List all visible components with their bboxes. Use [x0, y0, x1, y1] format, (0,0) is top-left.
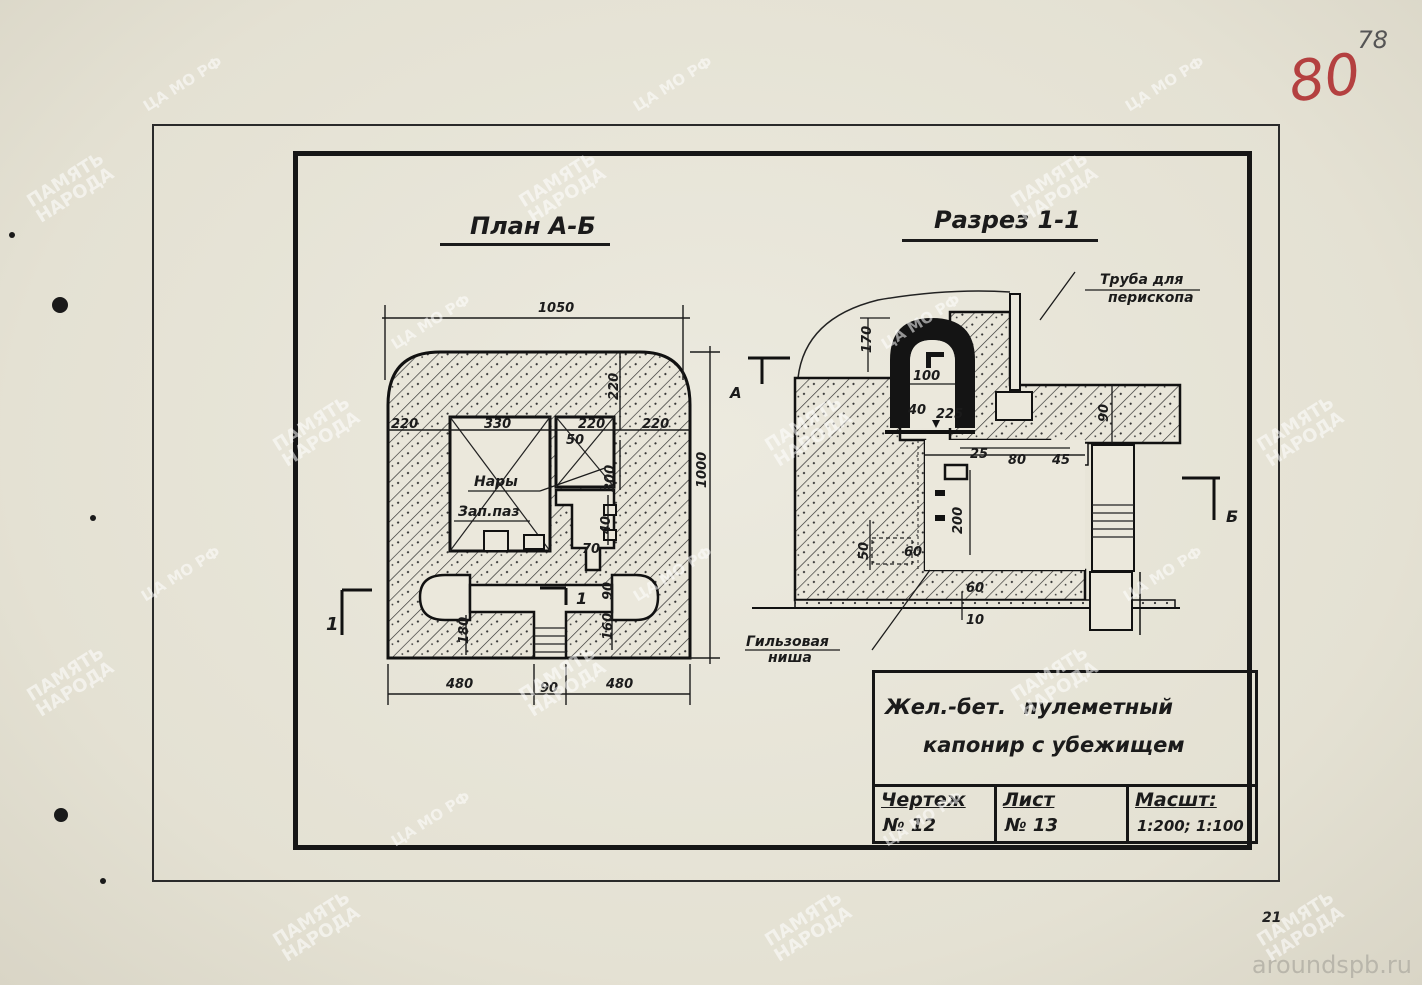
- drawing-number: № 12: [883, 815, 936, 836]
- sheet-number: № 13: [1005, 815, 1058, 836]
- section-title: Разрез 1-1: [934, 206, 1081, 234]
- section-title-underline: [902, 239, 1098, 242]
- label-niche-1: Гильзовая: [746, 634, 829, 650]
- dim-room-width: 330: [484, 417, 511, 432]
- scale-value: 1:200; 1:100: [1137, 817, 1244, 835]
- dim-170: 170: [860, 326, 875, 353]
- embrasure-left: [418, 573, 472, 622]
- binder-hole: [54, 808, 68, 822]
- dim-300: 300: [603, 465, 618, 492]
- dim-200: 200: [951, 507, 966, 534]
- ladder: [1091, 444, 1135, 572]
- drawing-frame: [293, 151, 1252, 850]
- section-drawing: 170 100 40 225 25 80 45 90 200 50 60 60 …: [729, 271, 1238, 666]
- site-watermark: aroundspb.ru: [1251, 951, 1412, 979]
- outer-frame: [152, 124, 1280, 882]
- dim-90-side: 90: [601, 582, 616, 600]
- dim-225: 225: [936, 407, 963, 422]
- dim-wall-right: 220: [642, 417, 669, 432]
- dim-45: 45: [1051, 453, 1070, 468]
- dim-bottom-right: 480: [605, 677, 633, 692]
- label-periscope-2: перископа: [1108, 290, 1194, 306]
- archive-old-number: 78: [1357, 26, 1388, 54]
- dim-plan-height: 1000: [695, 452, 710, 488]
- dim-80: 80: [1008, 453, 1026, 468]
- dim-room-small: 220: [578, 417, 605, 432]
- periscope-pipe: [1009, 293, 1021, 391]
- dim-50-sec: 50: [857, 542, 872, 560]
- dim-wall-left: 220: [391, 417, 418, 432]
- dim-100: 100: [913, 369, 940, 384]
- dim-wall-top: 220: [607, 373, 622, 400]
- section-roof-slab: [948, 310, 1182, 445]
- corridor: [554, 488, 616, 572]
- dim-plan-width: 1050: [538, 301, 574, 316]
- drawing-label: Чертеж: [881, 789, 966, 811]
- title-block-scale: Масшт: 1:200; 1:100: [1129, 787, 1258, 844]
- binder-hole: [90, 515, 96, 521]
- binder-hole: [9, 232, 15, 238]
- dim-60-a: 60: [904, 545, 922, 560]
- dim-40: 40: [599, 516, 614, 535]
- embrasure-right: [610, 573, 660, 622]
- binder-hole: [100, 878, 106, 884]
- title-block-drawing: Чертеж № 12: [875, 787, 997, 844]
- plan-title: План А-Б: [470, 212, 596, 240]
- archive-red-number: 80: [1284, 41, 1365, 116]
- dim-50: 50: [566, 433, 584, 448]
- sheet-label: Лист: [1003, 789, 1055, 811]
- page-number: 21: [1262, 910, 1282, 926]
- title-block-name: Жел.-бет. пулеметный капонир с убежищем: [875, 673, 1255, 787]
- dim-60-b: 60: [966, 581, 984, 596]
- drawing-name-line-2: капонир с убежищем: [923, 733, 1185, 757]
- title-block-sheet: Лист № 13: [997, 787, 1129, 844]
- dim-40-sec: 40: [907, 403, 926, 418]
- dim-bottom-mid: 90: [540, 681, 558, 696]
- section-mark-left: 1: [326, 588, 372, 635]
- svg-text:1: 1: [576, 589, 587, 608]
- dim-180: 180: [457, 617, 472, 644]
- label-niche-2: ниша: [768, 650, 812, 666]
- label-periscope-1: Труба для: [1100, 272, 1183, 288]
- dim-70: 70: [582, 542, 600, 557]
- section-mark-b: Б: [1182, 476, 1238, 526]
- dim-90-sec: 90: [1097, 404, 1112, 422]
- dim-25: 25: [970, 447, 988, 462]
- svg-text:1: 1: [326, 614, 339, 635]
- label-store: Зап.паз: [458, 504, 520, 520]
- dim-10: 10: [966, 613, 984, 628]
- dim-160: 160: [601, 613, 616, 640]
- plan-drawing: 1050 1000 220 330 220 220 220 50 300 40 …: [326, 301, 720, 705]
- section-mark-a: А: [729, 356, 790, 402]
- drawing-name-line-1: Жел.-бет. пулеметный: [885, 695, 1174, 719]
- title-block: Жел.-бет. пулеметный капонир с убежищем …: [872, 670, 1258, 844]
- svg-text:Б: Б: [1226, 507, 1238, 526]
- plan-title-underline: [440, 243, 610, 246]
- scale-label: Масшт:: [1135, 789, 1217, 811]
- label-bunks: Нары: [474, 474, 518, 490]
- section-mark-right: 1: [540, 586, 587, 608]
- svg-text:А: А: [729, 384, 742, 402]
- binder-hole: [52, 297, 68, 313]
- arch-embrasure: [890, 318, 975, 428]
- dim-bottom-left: 480: [445, 677, 473, 692]
